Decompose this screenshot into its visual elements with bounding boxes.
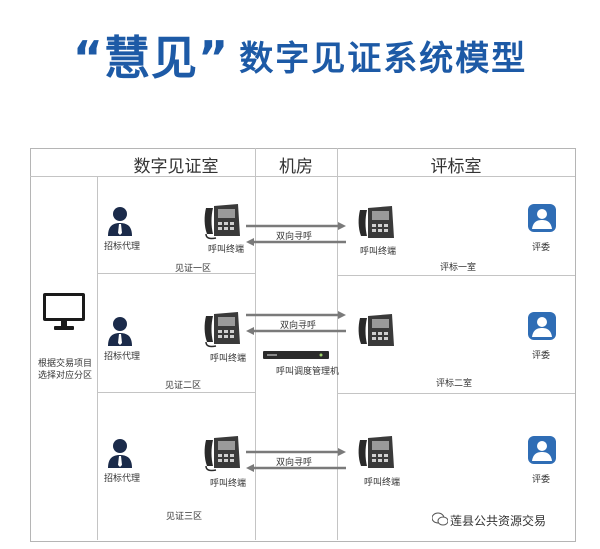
title-quote-part: “慧见”	[72, 31, 230, 85]
terminal-right-label-3: 呼叫终端	[364, 478, 401, 488]
header-witness-room: 数字见证室	[133, 157, 219, 177]
evaluator-label-1: 评委	[532, 243, 551, 253]
desk-phone-icon	[358, 436, 394, 468]
diagram-frame	[30, 148, 576, 542]
desk-phone-icon	[204, 436, 240, 472]
terminal-right-label-1: 呼叫终端	[360, 247, 397, 257]
header-divider	[30, 176, 575, 177]
double-arrow-icon	[246, 222, 346, 246]
left-panel-line1: 根据交易项目	[38, 359, 93, 369]
terminal-left-label-3: 呼叫终端	[210, 479, 247, 489]
person-icon	[108, 207, 132, 236]
evaluator-label-3: 评委	[532, 475, 551, 485]
server-rack-icon	[263, 351, 329, 359]
agent-label-2: 招标代理	[104, 352, 141, 362]
header-evaluation-room: 评标室	[430, 157, 482, 177]
agent-label-1: 招标代理	[104, 242, 141, 252]
evaluator-icon	[528, 204, 556, 232]
witness-row-divider-1	[97, 273, 255, 274]
machine-eval-divider	[337, 148, 338, 540]
wechat-icon	[432, 512, 448, 526]
witness-row-divider-2	[97, 392, 255, 393]
left-panel-line2: 选择对应分区	[38, 371, 93, 381]
eval-row-divider-2	[337, 393, 575, 394]
witness-zone-3: 见证三区	[166, 512, 203, 522]
page-title: “慧见”数字见证系统模型	[0, 22, 600, 88]
arrow-label-2: 双向寻呼	[280, 321, 317, 331]
eval-row-divider-1	[337, 275, 575, 276]
header-machine-room: 机房	[279, 157, 313, 177]
agent-label-3: 招标代理	[104, 474, 141, 484]
left-panel-divider	[97, 176, 98, 540]
witness-zone-1: 见证一区	[175, 264, 212, 274]
desk-phone-icon	[204, 204, 240, 240]
monitor-icon	[43, 293, 85, 330]
eval-zone-1: 评标一室	[440, 263, 477, 273]
arrow-label-1: 双向寻呼	[276, 232, 313, 242]
witness-machine-divider	[255, 148, 256, 540]
double-arrow-icon	[246, 448, 346, 472]
title-rest: 数字见证系统模型	[239, 38, 528, 79]
evaluator-label-2: 评委	[532, 351, 551, 361]
witness-zone-2: 见证二区	[165, 381, 202, 391]
evaluator-icon	[528, 312, 556, 340]
terminal-left-label-2: 呼叫终端	[210, 354, 247, 364]
double-arrow-icon	[246, 311, 346, 335]
arrow-label-3: 双向寻呼	[276, 458, 313, 468]
person-icon	[108, 317, 132, 346]
eval-zone-2: 评标二室	[436, 379, 473, 389]
watermark-text: 莲县公共资源交易	[450, 512, 547, 529]
terminal-left-label-1: 呼叫终端	[208, 245, 245, 255]
person-icon	[108, 439, 132, 468]
desk-phone-icon	[204, 312, 240, 348]
evaluator-icon	[528, 436, 556, 464]
desk-phone-icon	[358, 314, 394, 346]
desk-phone-icon	[358, 206, 394, 238]
dispatcher-label: 呼叫调度管理机	[276, 367, 340, 377]
